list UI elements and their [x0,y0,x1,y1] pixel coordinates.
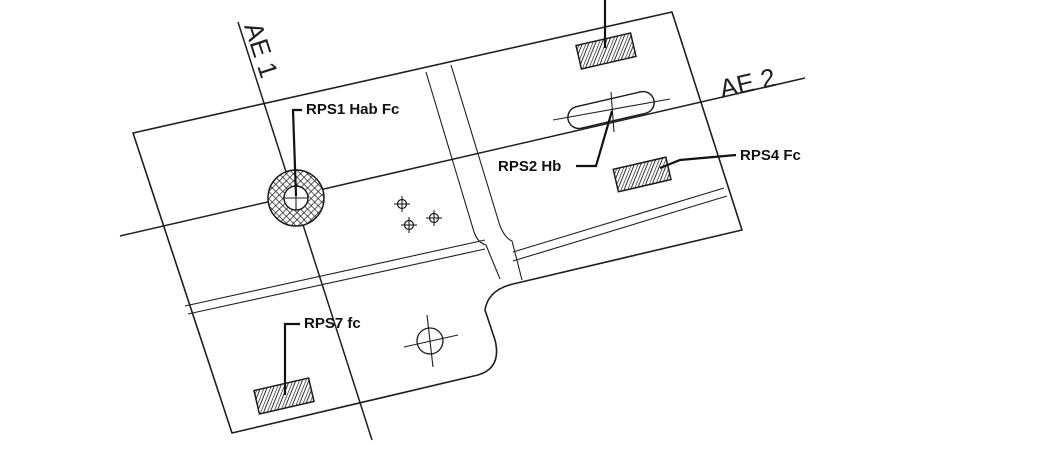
axis-ae2-label: AE 2 [717,62,779,104]
rps2-leader [576,110,614,168]
small-hole-3 [426,210,442,226]
rps7-label: RPS7 fc [304,315,361,332]
bend-line-lower-2 [187,248,486,315]
bend-lines [184,64,728,315]
leaders [283,0,737,395]
bend-line-right-2 [512,195,728,262]
rps1-leader [291,108,302,197]
flange-step-left [425,71,501,280]
small-holes [394,196,459,368]
rps4-support-pad [612,156,672,193]
small-hole-1 [394,196,410,212]
axis-ae2-line [119,77,806,237]
datum-axes: AE 1 AE 2 [119,19,806,441]
labels: RPS1 Hab Fc RPS2 Hb RPS4 Fc RPS7 fc [304,101,801,332]
rps4-label: RPS4 Fc [740,147,801,164]
rps7-support-pad [253,377,315,415]
sheet-metal-outline [132,11,743,434]
rps2-slot [552,90,671,133]
rps7-leader [283,322,300,395]
flange-step-right [450,64,523,281]
small-hole-2 [401,217,417,233]
bend-line-lower-1 [184,239,486,307]
rps4-leader [659,153,737,170]
rps2-label: RPS2 Hb [498,158,561,175]
bend-line-right-1 [512,187,725,253]
axis-ae1-label: AE 1 [238,19,284,82]
lower-hole [403,314,459,368]
axis-ae1-line [237,21,373,441]
top-support-pad [575,32,637,70]
part-outline [132,11,743,434]
rps1-label: RPS1 Hab Fc [306,101,399,118]
support-pads [253,32,672,415]
